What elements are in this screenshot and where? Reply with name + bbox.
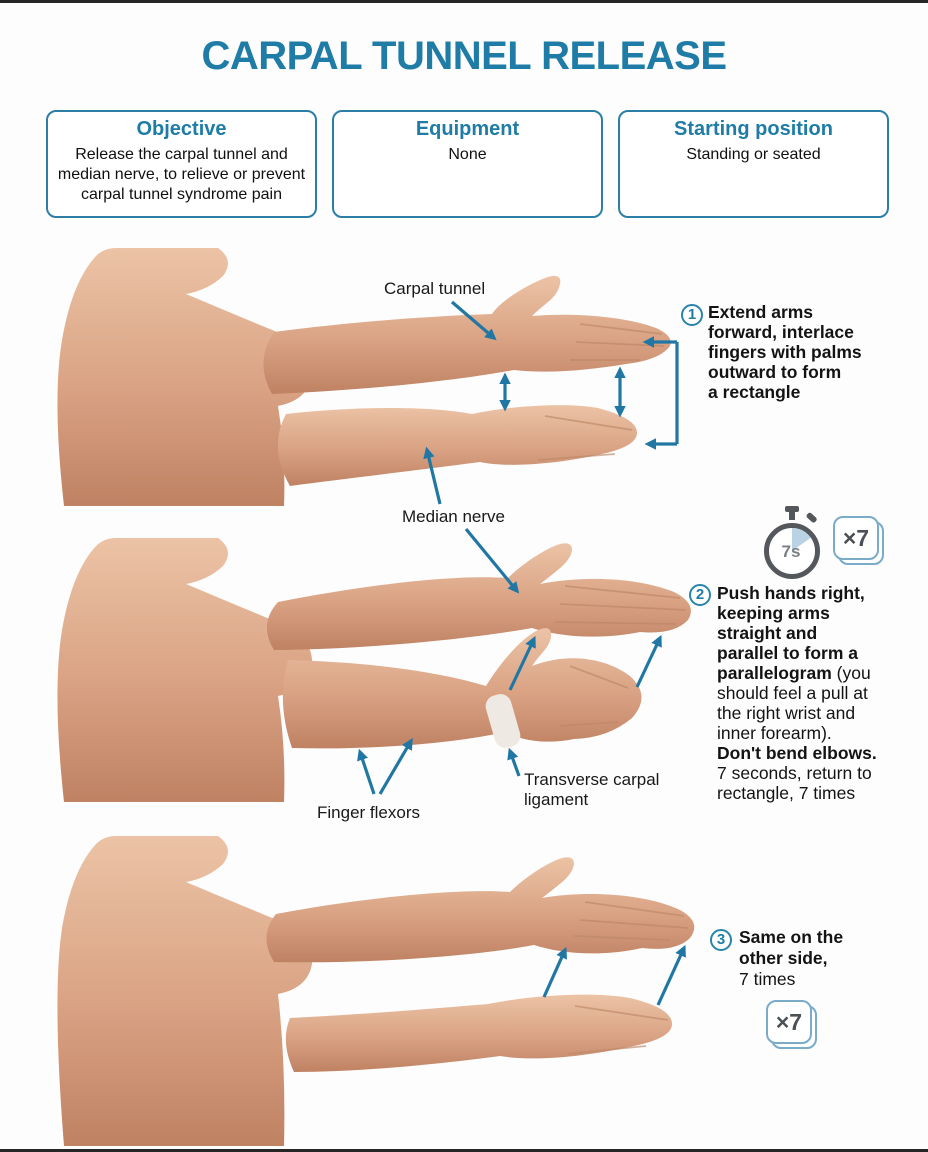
upper-arm-hand: [266, 857, 695, 963]
step-3-number-badge: 3: [710, 929, 732, 951]
label-carpal-tunnel: Carpal tunnel: [384, 279, 486, 298]
label-finger-flexors: Finger flexors: [317, 803, 420, 822]
photo-step-2: [57, 538, 691, 802]
finger-lines: [537, 415, 633, 461]
label-median-nerve: Median nerve: [402, 507, 506, 526]
torso-silhouette: [57, 836, 313, 1146]
info-box-body: None: [448, 146, 487, 163]
finger-lines: [573, 901, 689, 941]
stopwatch-icon: 7s: [764, 506, 820, 579]
label-transverse-carpal-ligament: Transverse carpal ligament: [524, 770, 660, 809]
torso-silhouette: [57, 248, 313, 506]
repetitions-badge: ×7: [833, 516, 884, 565]
step-2-text-bold-1: Push hands right, keeping arms straight …: [717, 583, 865, 683]
step-2-text-bold-2: Don't bend elbows.: [717, 743, 877, 763]
finger-lines: [559, 665, 629, 727]
step-3-text-normal: 7 times: [739, 969, 796, 989]
info-box-starting-position: Starting position Standing or seated: [618, 110, 889, 218]
repetitions-badge: ×7: [766, 1000, 817, 1049]
step-3-text: Same on the other side, 7 times: [739, 927, 899, 990]
info-box-body: Release the carpal tunnel and median ner…: [57, 146, 306, 203]
photo-step-3: [57, 836, 695, 1146]
lower-arm-hand: [285, 994, 672, 1072]
step-2-text-normal-1: (you should feel a pull at the right wri…: [717, 663, 871, 743]
info-box-title: Starting position: [674, 118, 833, 140]
torso-silhouette: [57, 538, 313, 802]
info-box-title: Objective: [136, 118, 227, 140]
info-box-equipment: Equipment None: [332, 110, 603, 218]
step-2-text: Push hands right, keeping arms straight …: [717, 583, 922, 803]
step-1-number-badge: 1: [681, 304, 703, 326]
bottom-edge-strip: [0, 1149, 928, 1152]
upper-arm-hand: [266, 543, 691, 650]
finger-lines: [567, 1005, 669, 1055]
step-3-text-bold: Same on the other side,: [739, 927, 844, 968]
info-box-objective: Objective Release the carpal tunnel and …: [46, 110, 317, 218]
step-2-number-badge: 2: [689, 584, 711, 606]
top-edge-strip: [0, 0, 928, 3]
lower-arm-hand: [282, 628, 642, 749]
repetitions-value: ×7: [766, 1000, 812, 1044]
info-box-body: Standing or seated: [686, 146, 821, 163]
finger-lines: [554, 585, 687, 625]
step-1-text: Extend arms forward, interlace fingers w…: [708, 302, 862, 402]
page-title: CARPAL TUNNEL RELEASE: [201, 34, 727, 78]
lower-arm-hand: [277, 405, 638, 486]
wrist-tape: [485, 694, 521, 748]
info-box-title: Equipment: [415, 118, 520, 140]
step-2-text-normal-2: 7 seconds, return to rectangle, 7 times: [717, 763, 872, 803]
repetitions-value: ×7: [833, 516, 879, 560]
timer-seconds-label: 7s: [782, 542, 801, 561]
